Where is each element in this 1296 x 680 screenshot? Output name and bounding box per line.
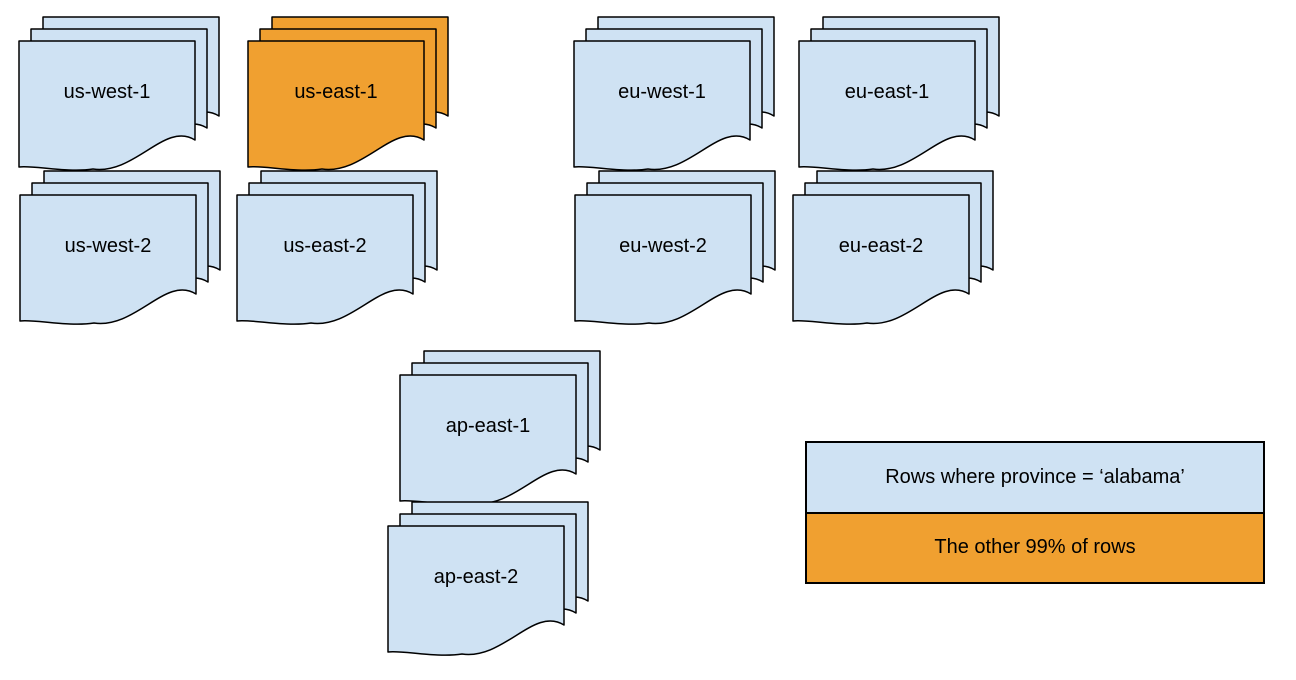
- region-stack-eu-west-2: eu-west-2: [574, 170, 776, 325]
- region-label: us-west-1: [63, 80, 151, 103]
- region-stack-eu-west-1: eu-west-1: [573, 16, 775, 171]
- region-label: eu-west-1: [618, 80, 706, 103]
- region-stack-ap-east-2: ap-east-2: [387, 501, 589, 656]
- region-label: us-east-1: [294, 80, 378, 103]
- region-stack-us-east-1: us-east-1: [247, 16, 449, 171]
- region-label: eu-east-2: [838, 234, 924, 257]
- legend: Rows where province = ‘alabama’ The othe…: [805, 441, 1265, 584]
- region-stack-us-west-1: us-west-1: [18, 16, 220, 171]
- region-label: eu-west-2: [619, 234, 707, 257]
- region-label: ap-east-2: [433, 565, 519, 588]
- legend-item-label: The other 99% of rows: [934, 536, 1136, 559]
- region-label: us-east-2: [283, 234, 367, 257]
- region-label: eu-east-1: [844, 80, 930, 103]
- region-label: us-west-2: [64, 234, 152, 257]
- legend-item-filtered-rows: Rows where province = ‘alabama’: [807, 443, 1263, 514]
- region-stack-ap-east-1: ap-east-1: [399, 350, 601, 505]
- region-stack-eu-east-2: eu-east-2: [792, 170, 994, 325]
- region-stack-us-east-2: us-east-2: [236, 170, 438, 325]
- region-stack-us-west-2: us-west-2: [19, 170, 221, 325]
- region-label: ap-east-1: [445, 414, 531, 437]
- legend-item-label: Rows where province = ‘alabama’: [885, 465, 1185, 488]
- legend-item-other-rows: The other 99% of rows: [807, 513, 1263, 582]
- region-stack-eu-east-1: eu-east-1: [798, 16, 1000, 171]
